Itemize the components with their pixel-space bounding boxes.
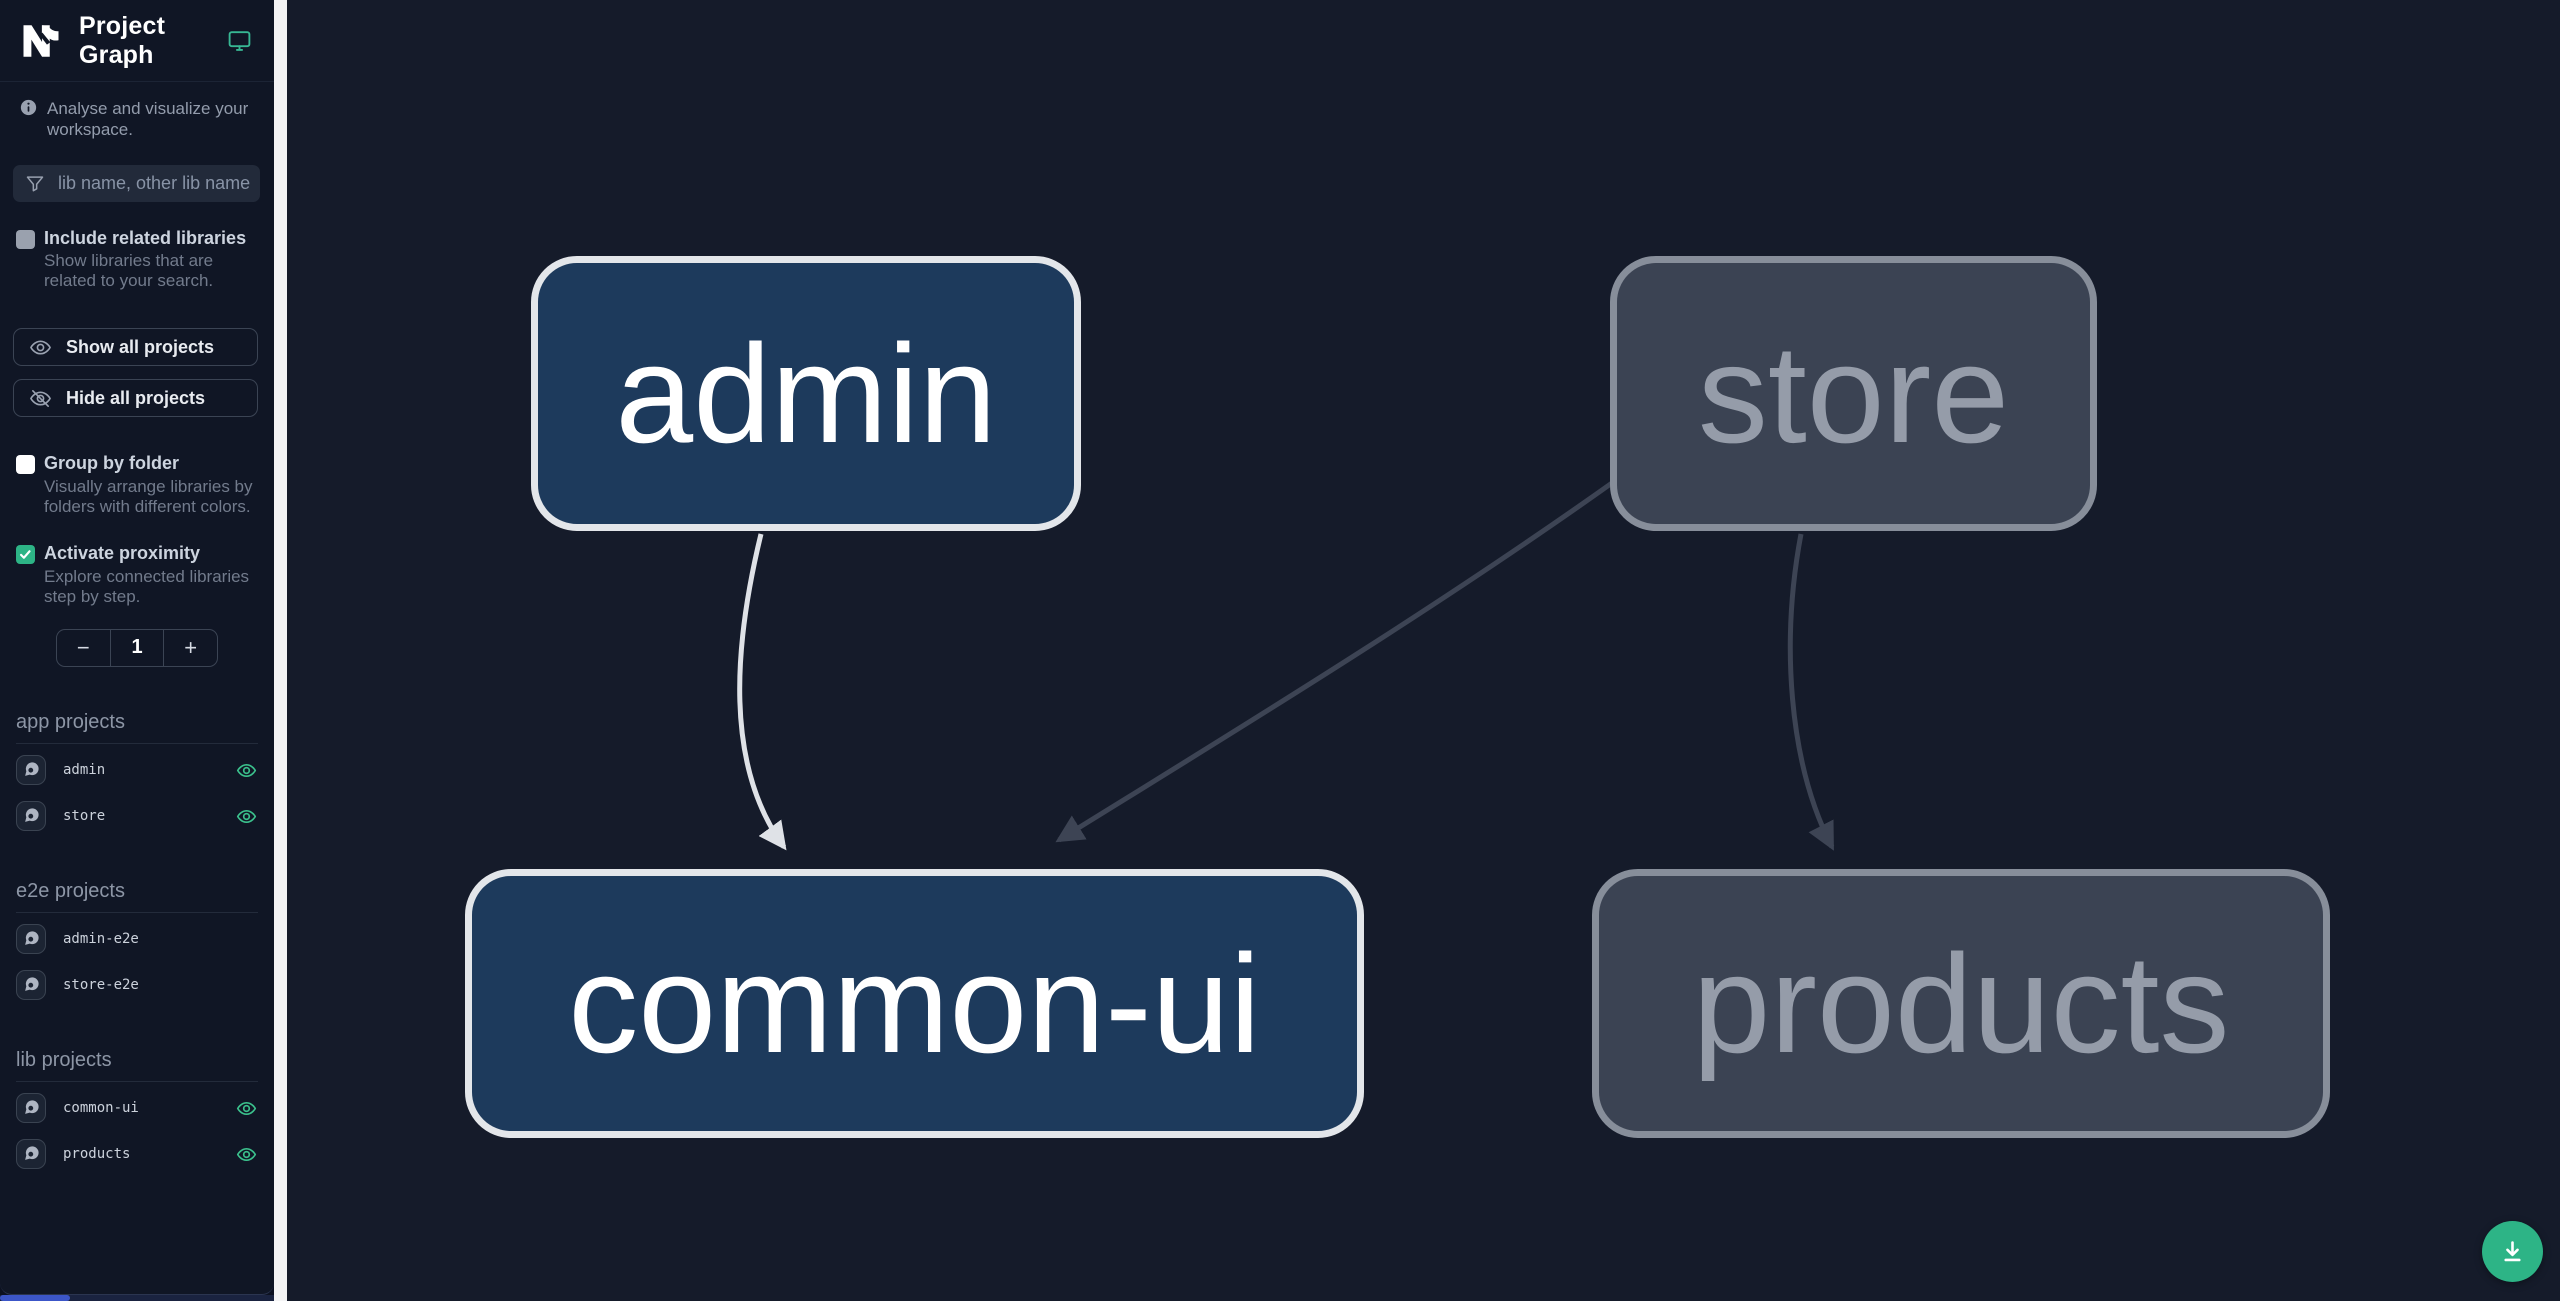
project-name[interactable]: common-ui (63, 1099, 139, 1116)
graph-node-admin[interactable]: admin (531, 256, 1081, 531)
eye-icon[interactable] (236, 760, 257, 786)
check-icon (19, 550, 31, 559)
edge-store-to-products (1787, 533, 1835, 851)
section-title: lib projects (16, 1049, 258, 1082)
section-lib-projects: lib projects common-ui (0, 1049, 274, 1174)
edge-admin-to-common-ui (737, 533, 787, 851)
tagline-text: Analyse and visualize your workspace. (47, 99, 249, 140)
eye-icon (30, 340, 51, 355)
proximity-stepper: − 1 + (56, 628, 218, 667)
proximity-value: 1 (109, 629, 165, 666)
show-all-projects-label: Show all projects (66, 336, 215, 357)
filter-funnel-icon (26, 176, 44, 192)
focus-project-button[interactable] (16, 1138, 46, 1169)
include-related-checkbox[interactable] (16, 229, 35, 249)
eye-icon[interactable] (236, 806, 257, 832)
focus-project-button[interactable] (16, 923, 46, 954)
search-input[interactable] (58, 172, 274, 194)
display-options-button[interactable] (227, 28, 252, 53)
eye-icon[interactable] (236, 1098, 257, 1124)
download-icon (2504, 1241, 2521, 1262)
focus-icon (24, 762, 39, 777)
section-title: app projects (16, 711, 258, 744)
project-name[interactable]: admin-e2e (63, 930, 139, 947)
tagline-row: Analyse and visualize your workspace. (0, 82, 274, 141)
activate-proximity-description: Explore connected libraries step by step… (44, 566, 250, 606)
focus-icon (24, 977, 39, 992)
activate-proximity-checkbox[interactable] (16, 545, 35, 565)
node-label: products (1692, 924, 2230, 1082)
info-icon (20, 99, 37, 116)
proximity-increment-button[interactable]: + (164, 630, 217, 666)
include-related-description: Show libraries that are related to your … (44, 251, 214, 291)
project-name[interactable]: admin (63, 761, 106, 778)
graph-node-store[interactable]: store (1610, 256, 2097, 531)
sidebar: Project Graph Analyse and visualize your… (0, 0, 274, 1295)
graph-canvas[interactable]: admin store common-ui products (287, 0, 2560, 1301)
show-all-projects-button[interactable]: Show all projects (13, 328, 258, 367)
group-by-folder-description: Visually arrange libraries by folders wi… (44, 476, 253, 517)
project-row-store-e2e: store-e2e (0, 965, 274, 1005)
focus-icon (24, 1146, 39, 1161)
focus-project-button[interactable] (16, 800, 46, 831)
section-title: e2e projects (16, 880, 258, 913)
group-by-folder-label[interactable]: Group by folder (44, 453, 179, 474)
focus-project-button[interactable] (16, 1092, 46, 1123)
eye-icon[interactable] (236, 1144, 257, 1170)
project-name[interactable]: products (63, 1145, 131, 1162)
focus-project-button[interactable] (16, 754, 46, 785)
include-related-label[interactable]: Include related libraries (44, 227, 247, 248)
node-label: common-ui (568, 924, 1261, 1082)
proximity-decrement-button[interactable]: − (57, 630, 110, 666)
focus-project-button[interactable] (16, 969, 46, 1000)
node-label: admin (615, 314, 997, 472)
hide-all-projects-label: Hide all projects (66, 387, 206, 408)
project-row-admin-e2e: admin-e2e (0, 919, 274, 959)
download-image-button[interactable] (2482, 1221, 2543, 1282)
graph-node-products[interactable]: products (1592, 869, 2330, 1138)
include-related-checkbox-row: Include related libraries Show libraries… (0, 228, 274, 292)
node-label: store (1697, 314, 2010, 472)
focus-icon (24, 1100, 39, 1115)
page-title: Project Graph (79, 11, 166, 69)
project-row-products: products (0, 1134, 274, 1174)
section-e2e-projects: e2e projects admin-e2e store-e2e (0, 880, 274, 1005)
group-by-folder-checkbox[interactable] (16, 455, 35, 475)
sidebar-horizontal-scrollbar[interactable] (0, 1295, 274, 1301)
eye-slash-icon (30, 389, 51, 407)
project-row-store: store (0, 796, 274, 836)
project-name[interactable]: store-e2e (63, 976, 139, 993)
edge-store-to-common-ui (1055, 475, 1621, 843)
app-header: Project Graph (0, 0, 274, 82)
hide-all-projects-button[interactable]: Hide all projects (13, 379, 258, 418)
filter-box (13, 164, 274, 202)
activate-proximity-label[interactable]: Activate proximity (44, 543, 201, 564)
graph-edges (737, 475, 1835, 851)
nx-logo (23, 24, 59, 57)
scrollbar-thumb[interactable] (0, 1295, 70, 1301)
project-row-admin: admin (0, 750, 274, 790)
sidebar-scrollbar-track[interactable] (274, 0, 287, 1301)
project-name[interactable]: store (63, 807, 106, 824)
project-row-common-ui: common-ui (0, 1088, 274, 1128)
focus-icon (24, 808, 39, 823)
monitor-icon (228, 31, 251, 51)
section-app-projects: app projects admin s (0, 711, 274, 836)
activate-proximity-checkbox-row: Activate proximity Explore connected lib… (0, 543, 274, 607)
graph-node-common-ui[interactable]: common-ui (465, 869, 1364, 1138)
focus-icon (24, 931, 39, 946)
group-by-folder-checkbox-row: Group by folder Visually arrange librari… (0, 453, 274, 517)
